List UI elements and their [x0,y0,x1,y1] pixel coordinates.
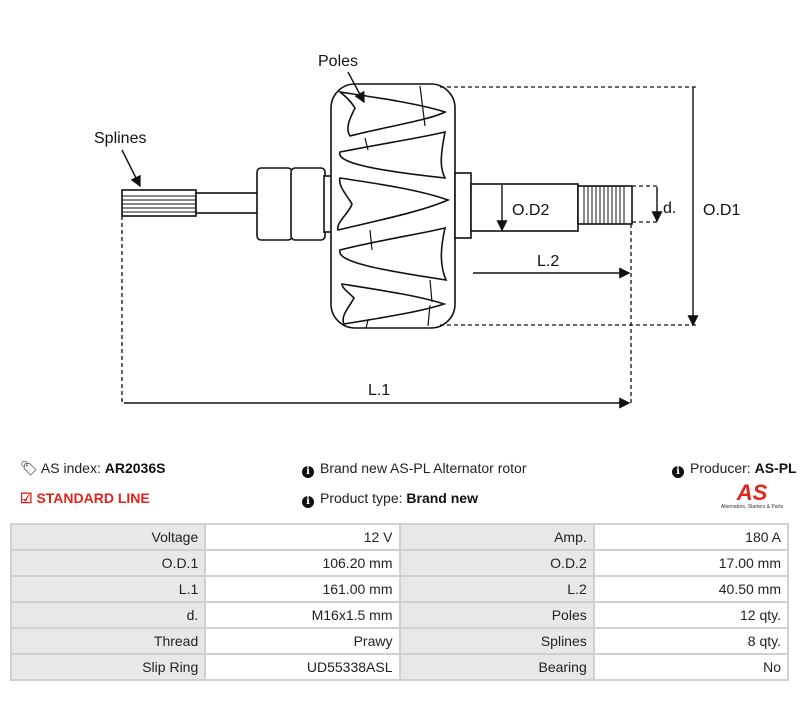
label-od2: O.D2 [512,202,549,219]
label-poles: Poles [318,53,358,70]
producer-label: Producer: [690,460,751,476]
spec-value: No [592,653,790,681]
as-index: 🏷 AS index: AR2036S [20,460,165,477]
rotor-diagram: Poles Splines O.D1 O.D2 d. L.2 L.1 [94,53,740,440]
logo-tagline: Alternators, Starters & Parts [720,504,784,510]
spec-label: Amp. [398,523,595,551]
as-pl-logo: AS Alternators, Starters & Parts [712,480,792,511]
logo-mark: AS [736,480,768,505]
spec-label: L.2 [398,575,595,603]
spec-label: Voltage [9,523,207,551]
description: i Brand new AS-PL Alternator rotor [302,460,526,478]
spec-value: 161.00 mm [204,575,401,603]
spec-value: M16x1.5 mm [204,601,401,629]
label-d: d. [663,200,676,217]
standard-line-text: STANDARD LINE [36,490,150,506]
label-od1: O.D1 [703,202,740,219]
info-icon: i [302,496,314,508]
tags-icon: 🏷 [20,460,38,476]
spec-value: 12 V [204,523,401,551]
product-type-label: Product type: [320,490,403,506]
spec-value: 106.20 mm [204,549,401,577]
spec-label: Splines [398,627,595,655]
as-index-label: AS index: [40,460,101,476]
spec-label: Bearing [398,653,595,681]
label-l1: L.1 [368,382,390,399]
description-text: Brand new AS-PL Alternator rotor [320,460,527,476]
spec-value: 17.00 mm [592,549,790,577]
spec-value: UD55338ASL [204,653,401,681]
producer-value: AS-PL [754,460,797,476]
dimension-arrows [121,71,693,403]
rotor-shaft-right [454,172,633,239]
product-type-value: Brand new [406,490,478,506]
rotor-body [330,83,456,329]
producer: i Producer: AS-PL [672,460,797,478]
label-l2: L.2 [537,253,559,270]
standard-line-badge: ☑ STANDARD LINE [20,490,150,507]
spec-value: 8 qty. [592,627,790,655]
spec-label: d. [9,601,207,629]
spec-label: Slip Ring [9,653,207,681]
spec-value: 12 qty. [592,601,790,629]
label-splines: Splines [94,130,146,147]
spec-value: 40.50 mm [592,575,790,603]
product-type: i Product type: Brand new [302,490,478,508]
spec-label: L.1 [9,575,207,603]
info-icon: i [672,466,684,478]
info-icon: i [302,466,314,478]
as-index-value: AR2036S [104,460,166,476]
spec-label: O.D.2 [398,549,595,577]
spec-value: Prawy [204,627,401,655]
spec-label: Thread [9,627,207,655]
spec-label: O.D.1 [9,549,207,577]
spec-value: 180 A [592,523,790,551]
checkbox-icon: ☑ [20,490,33,506]
spec-label: Poles [398,601,595,629]
rotor-shaft-left [121,167,333,241]
